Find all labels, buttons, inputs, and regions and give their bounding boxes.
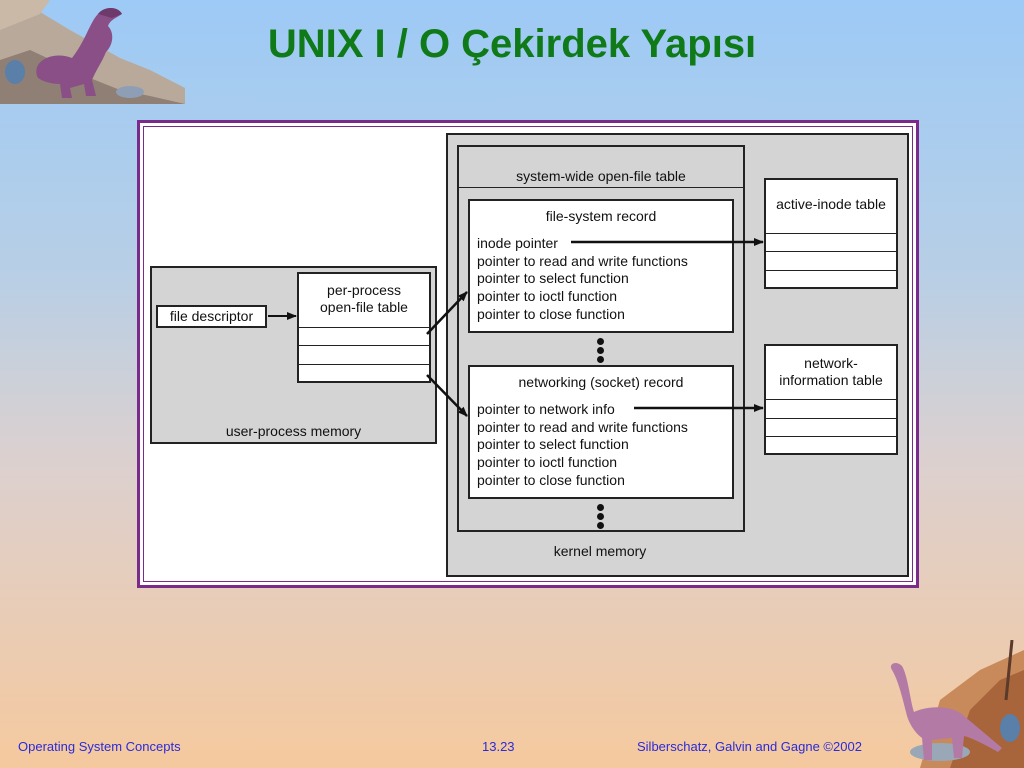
dinosaur-illustration-bottom-right [890,640,1024,768]
footer-copyright: Silberschatz, Galvin and Gagne ©2002 [637,739,862,754]
file-system-record-line: pointer to ioctl function [477,288,618,304]
file-system-record-title: file-system record [545,208,657,224]
file-system-record-line: inode pointer [477,235,558,251]
file-system-record-line: pointer to close function [477,306,625,322]
ellipsis-dot [597,347,604,354]
network-info-table-row-divider [765,418,897,419]
network-info-table-row-divider [765,399,897,400]
per-process-table-label: per-process open-file table [320,282,408,315]
dinosaur-illustration-top-left [0,0,185,104]
diagram-frame-inner-border [143,126,913,582]
networking-record-line: pointer to ioctl function [477,454,618,470]
network-information-table-label: network- information table [779,355,883,388]
file-system-record-box [468,199,734,333]
system-wide-table-label: system-wide open-file table [516,168,686,184]
per-process-table-row-divider [298,364,430,365]
file-system-record-line: pointer to read and write functions [477,253,688,269]
network-info-table-row-divider [765,436,897,437]
file-system-record-line: pointer to select function [477,270,629,286]
kernel-memory-label: kernel memory [553,543,647,559]
per-process-table-row-divider [298,345,430,346]
active-inode-table-row-divider [765,251,897,252]
active-inode-table-row-divider [765,270,897,271]
networking-record-line: pointer to network info [477,401,615,417]
networking-record-line: pointer to close function [477,472,625,488]
networking-record-line: pointer to select function [477,436,629,452]
slide-title: UNIX I / O Çekirdek Yapısı [267,22,757,66]
networking-record-box [468,365,734,499]
file-descriptor-label: file descriptor [169,308,254,324]
arrow-per-process-to-file-system-record [426,291,468,335]
ellipsis-dot [597,522,604,529]
ellipsis-dot [597,356,604,363]
user-process-memory-label: user-process memory [225,423,362,439]
ellipsis-dot [597,513,604,520]
arrow-per-process-to-networking-record [426,374,468,417]
ellipsis-dot [597,504,604,511]
networking-record-title: networking (socket) record [518,374,684,390]
system-wide-table-header-divider [458,187,744,188]
ellipsis-dot [597,338,604,345]
footer-course-name: Operating System Concepts [18,739,181,754]
active-inode-table-label: active-inode table [776,196,886,212]
active-inode-table-row-divider [765,233,897,234]
file-descriptor-box [156,305,267,328]
networking-record-line: pointer to read and write functions [477,419,688,435]
footer-page-number: 13.23 [482,739,515,754]
per-process-table-row-divider [298,327,430,328]
